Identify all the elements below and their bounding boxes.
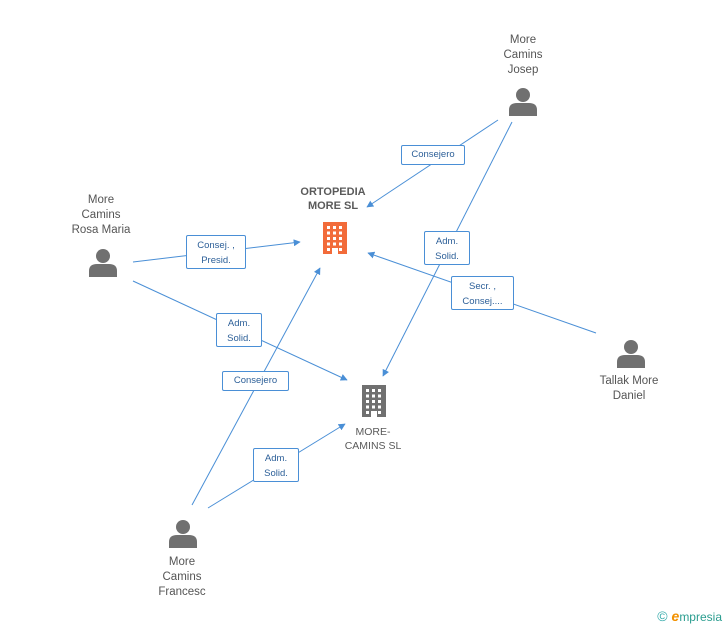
brand-name: mpresia <box>679 610 722 624</box>
person-label-tallak[interactable]: Tallak More Daniel <box>599 375 659 402</box>
footer-brand: ©empresia <box>657 608 722 624</box>
relation-tallak-ortopedia[interactable]: Secr. , Consej.... <box>451 276 514 310</box>
person-icon-josep[interactable] <box>509 88 537 116</box>
relation-francesc-ortopedia[interactable]: Consejero <box>222 371 289 391</box>
company-label-more-camins[interactable]: MORE- CAMINS SL <box>344 426 402 452</box>
person-icon-rosa[interactable] <box>89 249 117 277</box>
person-label-francesc[interactable]: More Camins Francesc <box>158 556 206 598</box>
copyright-icon: © <box>657 608 668 624</box>
person-icon-francesc[interactable] <box>169 520 197 548</box>
building-icon-ortopedia[interactable] <box>323 222 347 254</box>
person-label-josep[interactable]: More Camins Josep <box>503 34 543 76</box>
relation-francesc-morecamins[interactable]: Adm. Solid. <box>253 448 299 482</box>
person-icon-tallak[interactable] <box>617 340 645 368</box>
brand-initial: e <box>671 608 680 624</box>
relation-josep-morecamins[interactable]: Adm. Solid. <box>424 231 470 265</box>
node-icons <box>89 88 645 548</box>
person-label-rosa[interactable]: More Camins Rosa Maria <box>71 194 131 236</box>
relation-rosa-ortopedia[interactable]: Consej. , Presid. <box>186 235 246 269</box>
building-icon-more-camins[interactable] <box>362 385 386 417</box>
relation-josep-ortopedia[interactable]: Consejero <box>401 145 465 165</box>
relation-rosa-morecamins[interactable]: Adm. Solid. <box>216 313 262 347</box>
company-label-ortopedia[interactable]: ORTOPEDIA MORE SL <box>300 186 366 212</box>
